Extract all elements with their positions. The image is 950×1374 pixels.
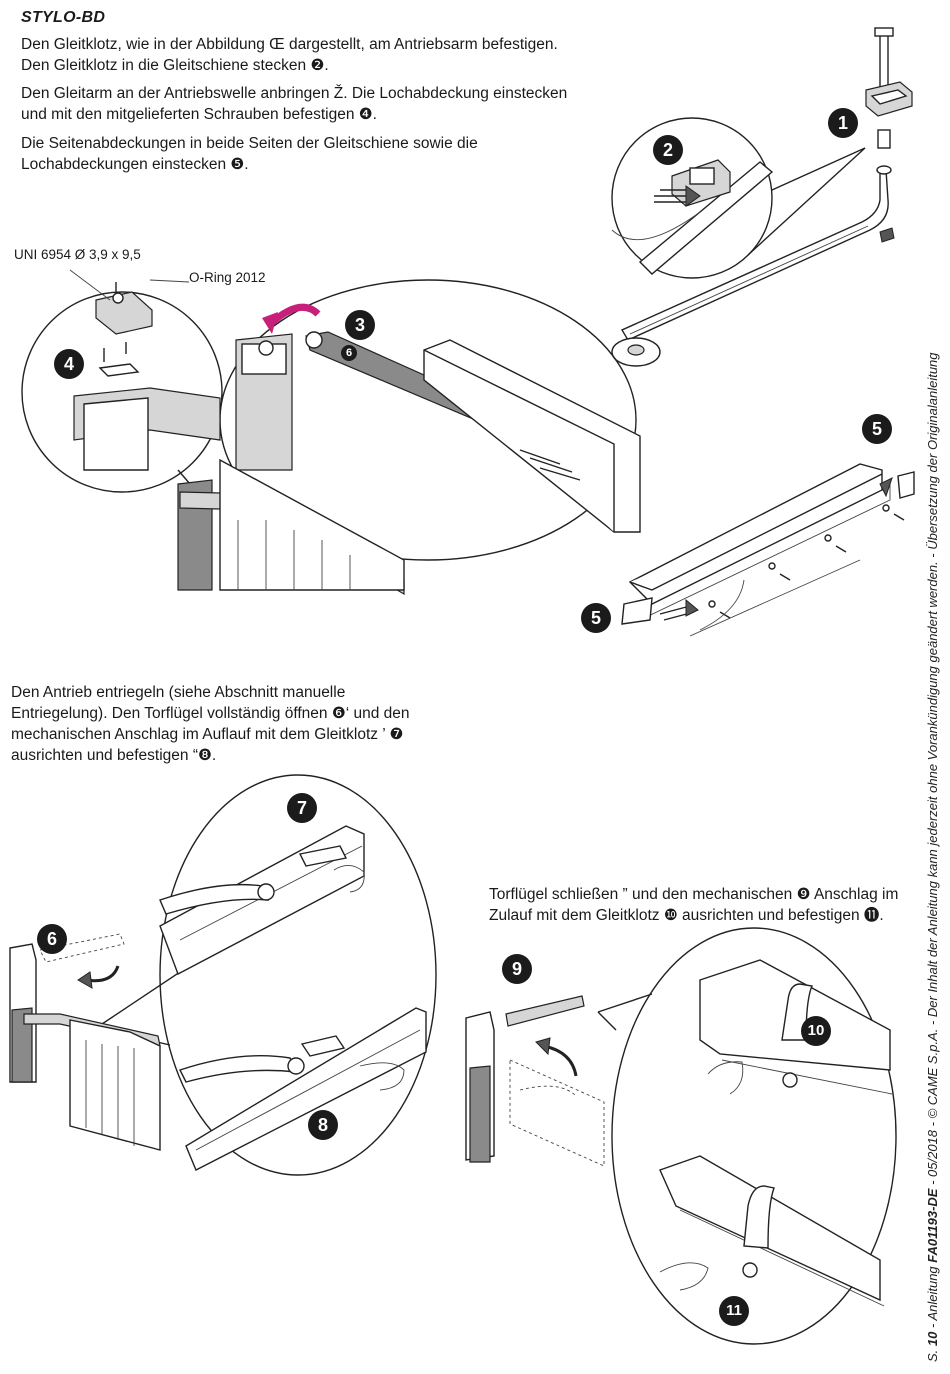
screw-spec-label: UNI 6954 Ø 3,9 x 9,5: [14, 247, 141, 262]
step-5-badge-top: 5: [862, 414, 892, 444]
instruction-paragraph-5: Torflügel schließen ” und den mechanisch…: [489, 886, 899, 924]
step-10-badge: 10: [801, 1016, 831, 1046]
step-1-badge: 1: [828, 108, 858, 138]
page-title: STYLO-BD: [21, 9, 106, 26]
step-6-badge: 6: [37, 924, 67, 954]
instruction-paragraph-4: Den Antrieb entriegeln (siehe Abschnitt …: [11, 684, 410, 764]
step-5-badge-bottom: 5: [581, 603, 611, 633]
step-2-badge: 2: [653, 135, 683, 165]
step-3-badge: 3: [345, 310, 375, 340]
instruction-paragraph-3: Die Seitenabdeckungen in beide Seiten de…: [21, 135, 478, 173]
step-11-badge: 11: [719, 1296, 749, 1326]
step-6-small-badge: 6: [341, 345, 357, 361]
step-7-badge: 7: [287, 793, 317, 823]
instruction-paragraph-2: Den Gleitarm an der Antriebswelle anbrin…: [21, 85, 568, 123]
step-8-badge: 8: [308, 1110, 338, 1140]
oring-label: O-Ring 2012: [189, 270, 266, 285]
step-9-badge: 9: [502, 954, 532, 984]
instruction-paragraph-1: Den Gleitklotz, wie in der Abbildung Œ d…: [21, 36, 558, 74]
step-4-badge: 4: [54, 349, 84, 379]
